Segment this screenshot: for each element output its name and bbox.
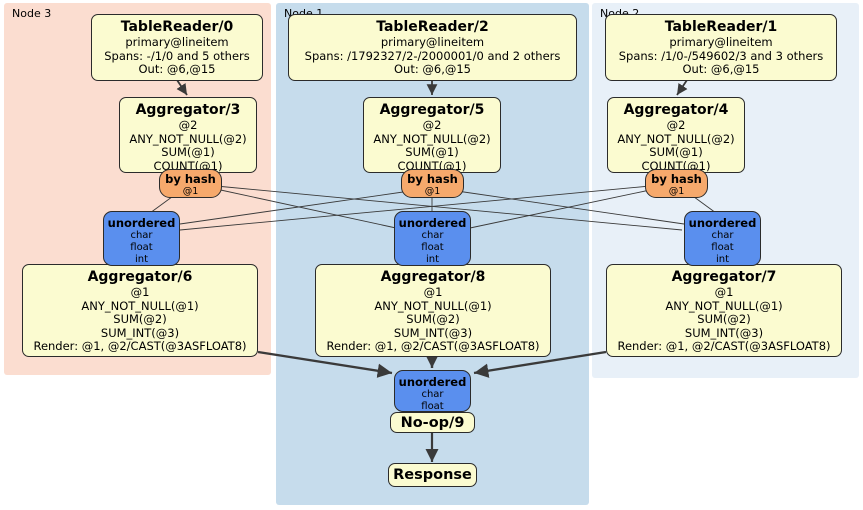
processor-render: Render: @1, @2/CAST(@3ASFLOAT8)	[326, 339, 540, 353]
final-input-stream[interactable]: unordered char float	[394, 370, 471, 412]
processor-agg-1: ANY_NOT_NULL(@2)	[373, 131, 491, 146]
processor-agg-2: SUM(@1)	[405, 145, 459, 159]
stream-type: unordered	[398, 216, 467, 230]
stream-col-type-3: int	[715, 254, 730, 265]
stream-col-type-1: char	[421, 389, 444, 400]
processor-agg-3: SUM_INT(@3)	[100, 325, 180, 340]
processor-agg-2: SUM(@2)	[406, 312, 460, 326]
processor-group: @1	[130, 285, 150, 299]
processor-agg-3: COUNT(@1)	[397, 158, 467, 173]
processor-agg-3: COUNT(@1)	[641, 158, 711, 173]
processor-agg-2: SUM(@2)	[113, 312, 167, 326]
processor-title: Aggregator/6	[87, 269, 193, 285]
router-type: by hash	[165, 172, 216, 186]
processor-title: Aggregator/8	[380, 269, 486, 285]
stream-col-type-1: char	[130, 230, 153, 241]
processor-out: Out: @6,@15	[682, 62, 760, 76]
processor-agg-1: ANY_NOT_NULL(@1)	[665, 298, 783, 313]
processor-render: Render: @1, @2/CAST(@3ASFLOAT8)	[33, 339, 247, 353]
router-type: by hash	[407, 172, 458, 186]
processor-group: @2	[666, 118, 686, 132]
processor-aggregator-4[interactable]: Aggregator/4 @2 ANY_NOT_NULL(@2) SUM(@1)…	[607, 97, 745, 173]
processor-agg-3: SUM_INT(@3)	[393, 325, 473, 340]
processor-group: @1	[423, 285, 443, 299]
processor-title: TableReader/2	[376, 19, 489, 35]
response-node[interactable]: Response	[388, 463, 477, 487]
stream-type: unordered	[107, 216, 176, 230]
processor-tablereader-1[interactable]: TableReader/1 primary@lineitem Spans: /1…	[605, 14, 837, 81]
processor-spans: Spans: /1792327/2-/2000001/0 and 2 other…	[304, 48, 561, 63]
stream-col-type-2: float	[130, 242, 153, 253]
stream-col-type-1: char	[421, 230, 444, 241]
input-stream-node3[interactable]: unordered char float int	[103, 211, 180, 266]
processor-noop-9[interactable]: No-op/9	[390, 412, 475, 433]
input-stream-node1[interactable]: unordered char float int	[394, 211, 471, 266]
processor-aggregator-7[interactable]: Aggregator/7 @1 ANY_NOT_NULL(@1) SUM(@2)…	[606, 264, 842, 357]
response-title: Response	[393, 467, 472, 483]
router-columns: @1	[668, 186, 685, 197]
stream-col-type-2: float	[421, 401, 444, 412]
processor-spans: Spans: /1/0-/549602/3 and 3 others	[618, 48, 824, 63]
stream-col-type-1: char	[711, 230, 734, 241]
processor-title: Aggregator/7	[671, 269, 777, 285]
stream-col-type-2: float	[421, 242, 444, 253]
processor-table: primary@lineitem	[125, 35, 229, 49]
processor-title: Aggregator/5	[379, 102, 485, 118]
node-panel-label-node3: Node 3	[12, 7, 52, 20]
output-router-node1[interactable]: by hash @1	[401, 169, 464, 198]
processor-group: @2	[178, 118, 198, 132]
processor-table: primary@lineitem	[669, 35, 773, 49]
processor-tablereader-2[interactable]: TableReader/2 primary@lineitem Spans: /1…	[288, 14, 577, 81]
processor-aggregator-8[interactable]: Aggregator/8 @1 ANY_NOT_NULL(@1) SUM(@2)…	[315, 264, 551, 357]
processor-agg-1: ANY_NOT_NULL(@2)	[129, 131, 247, 146]
processor-title: Aggregator/4	[623, 102, 729, 118]
output-router-node2[interactable]: by hash @1	[645, 169, 708, 198]
router-columns: @1	[182, 186, 199, 197]
stream-col-type-3: int	[134, 254, 149, 265]
processor-agg-1: ANY_NOT_NULL(@1)	[374, 298, 492, 313]
processor-agg-1: ANY_NOT_NULL(@1)	[81, 298, 199, 313]
router-columns: @1	[424, 186, 441, 197]
router-type: by hash	[651, 172, 702, 186]
processor-agg-3: COUNT(@1)	[153, 158, 223, 173]
processor-out: Out: @6,@15	[138, 62, 216, 76]
processor-title: TableReader/0	[120, 19, 234, 35]
stream-type: unordered	[398, 375, 467, 389]
processor-out: Out: @6,@15	[394, 62, 471, 76]
processor-group: @2	[422, 118, 442, 132]
processor-aggregator-5[interactable]: Aggregator/5 @2 ANY_NOT_NULL(@2) SUM(@1)…	[363, 97, 501, 173]
input-stream-node2[interactable]: unordered char float int	[684, 211, 761, 266]
processor-aggregator-3[interactable]: Aggregator/3 @2 ANY_NOT_NULL(@2) SUM(@1)…	[119, 97, 257, 173]
processor-spans: Spans: -/1/0 and 5 others	[104, 48, 250, 63]
output-router-node3[interactable]: by hash @1	[159, 169, 222, 198]
processor-aggregator-6[interactable]: Aggregator/6 @1 ANY_NOT_NULL(@1) SUM(@2)…	[22, 264, 258, 357]
processor-agg-3: SUM_INT(@3)	[684, 325, 764, 340]
processor-title: TableReader/1	[664, 19, 778, 35]
processor-agg-2: SUM(@1)	[649, 145, 703, 159]
processor-table: primary@lineitem	[380, 35, 485, 49]
processor-group: @1	[714, 285, 734, 299]
stream-type: unordered	[688, 216, 757, 230]
processor-title: Aggregator/3	[135, 102, 241, 118]
processor-title: No-op/9	[400, 414, 465, 431]
stream-col-type-3: int	[425, 254, 440, 265]
processor-agg-2: SUM(@1)	[161, 145, 215, 159]
stream-col-type-2: float	[711, 242, 734, 253]
processor-tablereader-0[interactable]: TableReader/0 primary@lineitem Spans: -/…	[91, 14, 263, 81]
processor-agg-2: SUM(@2)	[697, 312, 751, 326]
processor-render: Render: @1, @2/CAST(@3ASFLOAT8)	[617, 339, 831, 353]
processor-agg-1: ANY_NOT_NULL(@2)	[617, 131, 735, 146]
